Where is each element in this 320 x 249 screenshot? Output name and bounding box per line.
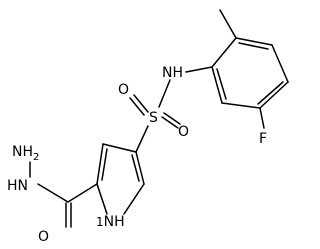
bond-s-o-right-2 xyxy=(163,112,181,125)
carbonyl-o-label: O xyxy=(38,229,49,245)
bond-nh-aryl xyxy=(185,66,213,73)
bond-s-o-left-1 xyxy=(129,97,145,116)
bond-n1-c5 xyxy=(123,183,145,215)
chemical-structure-diagram: NH2 HN O 1NH S O O NH F xyxy=(7,9,289,245)
bond-c-f xyxy=(259,107,265,129)
pyrrole-nh-label: 1NH xyxy=(96,214,125,230)
sulfonyl-o-right-label: O xyxy=(178,124,189,140)
bond-methyl xyxy=(219,9,237,39)
sulfur-label: S xyxy=(149,110,158,126)
fluorine-label: F xyxy=(259,131,267,147)
bonds xyxy=(29,9,289,228)
bond-ar-c3-c4 xyxy=(271,44,289,83)
bond-hn-carbonyl xyxy=(37,183,69,203)
bond-c5-c4-inner xyxy=(131,154,140,182)
bond-c2-n1 xyxy=(96,183,108,215)
bond-c4-c3 xyxy=(102,143,137,153)
bond-ar-c5-c6 xyxy=(221,102,261,109)
bond-ar-c4-c5 xyxy=(259,81,289,109)
bond-ar-c2-c3 xyxy=(235,37,273,46)
bond-ar-c2-c3-inner xyxy=(238,42,269,50)
sulfonyl-o-left-label: O xyxy=(118,82,129,98)
bond-s-nh xyxy=(158,79,171,108)
bond-s-o-right-1 xyxy=(161,116,179,129)
bond-c4-s xyxy=(135,125,149,153)
bond-ar-c4-c5-inner xyxy=(257,81,284,105)
bond-ar-c6-c1-inner xyxy=(216,68,227,100)
bond-s-o-left-2 xyxy=(133,94,149,113)
bond-carbonyl-c2 xyxy=(67,183,98,203)
hydrazide-hn-label: HN xyxy=(7,178,28,194)
atom-labels: NH2 HN O 1NH S O O NH F xyxy=(7,65,267,245)
molecule-drawing: NH2 HN O 1NH S O O NH F xyxy=(7,9,289,245)
bond-ar-c1-c2 xyxy=(211,37,237,68)
bond-c3-c2 xyxy=(96,143,104,185)
bond-c5-c4 xyxy=(135,151,145,185)
bond-ar-c6-c1 xyxy=(211,66,223,104)
sulfonamide-nh-label: NH xyxy=(162,65,183,81)
bond-c3-c2-inner xyxy=(101,148,108,181)
hydrazide-nh2-label: NH2 xyxy=(12,144,39,163)
